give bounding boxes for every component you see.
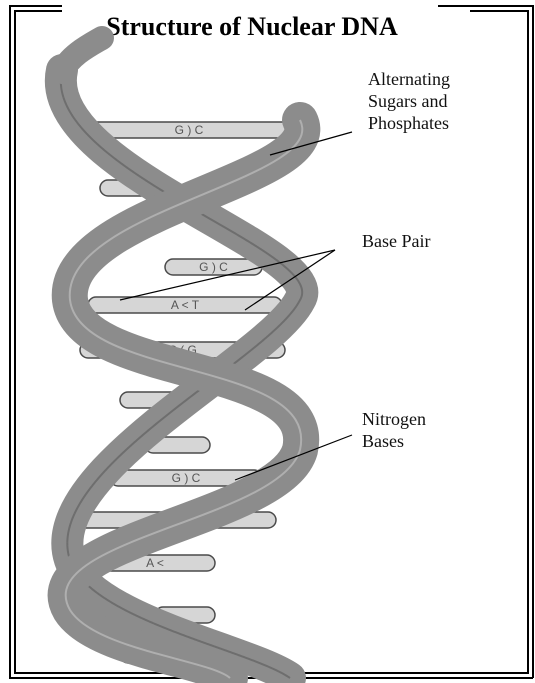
sugars-label: Alternating Sugars and Phosphates (368, 69, 450, 133)
base-pair-label-2: A < T (171, 298, 200, 312)
base-pair-label-0: G ) C (175, 123, 204, 137)
diagram-title: Structure of Nuclear DNA (106, 12, 398, 41)
base-pair-label-4: G ) C (172, 471, 201, 485)
sugars-label-line1: Alternating (368, 69, 450, 89)
base-pair-label: Base Pair (362, 231, 430, 251)
sugars-label-line2: Sugars and (368, 91, 448, 111)
top-strand-curl (62, 38, 102, 72)
base-pair-label-1: G ) C (199, 260, 228, 274)
nitrogen-label: Nitrogen Bases (362, 409, 426, 451)
nitrogen-label-line1: Nitrogen (362, 409, 426, 429)
nitrogen-label-line2: Bases (362, 431, 404, 451)
sugars-label-line3: Phosphates (368, 113, 449, 133)
base-pair-label-6: A < (146, 556, 164, 570)
